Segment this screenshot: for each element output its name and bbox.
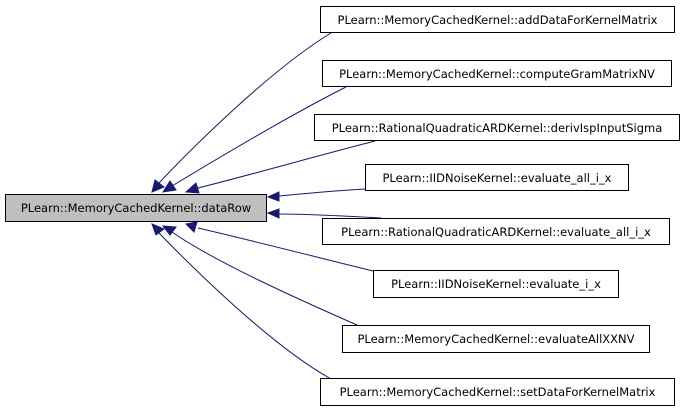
edge-rq-evaluate_all_i_x (278, 213, 382, 219)
edge-iid-evaluate_all_i_x-arrowhead (266, 191, 280, 202)
caller-node-label: PLearn::MemoryCachedKernel::addDataForKe… (337, 12, 658, 27)
root-node-dataRow[interactable]: PLearn::MemoryCachedKernel::dataRow (5, 194, 267, 222)
caller-node-derivIspInputSigma[interactable]: PLearn::RationalQuadraticARDKernel::deri… (314, 114, 680, 141)
root-node-label: PLearn::MemoryCachedKernel::dataRow (20, 201, 252, 215)
edge-computeGramMatrixNV-arrowhead (161, 180, 177, 193)
caller-node-label: PLearn::IIDNoiseKernel::evaluate_i_x (391, 277, 601, 291)
caller-node-computeGramMatrixNV[interactable]: PLearn::MemoryCachedKernel::computeGramM… (322, 60, 672, 87)
edge-evaluateAllXXNV (171, 231, 358, 326)
caller-node-label: PLearn::MemoryCachedKernel::setDataForKe… (339, 385, 656, 399)
edge-derivIspInputSigma-arrowhead (184, 182, 200, 194)
edge-iid-evaluate_all_i_x (278, 188, 366, 197)
edge-evaluateAllXXNV-arrowhead (161, 225, 177, 236)
caller-node-rq-evaluate_all_i_x[interactable]: PLearn::RationalQuadraticARDKernel::eval… (322, 218, 670, 245)
edge-evaluate_i_x-arrowhead (184, 221, 198, 233)
edge-evaluate_i_x (197, 227, 374, 272)
edge-rq-evaluate_all_i_x-arrowhead (266, 208, 280, 219)
edges (151, 32, 382, 380)
edge-setDataForKernelMatrix-arrowhead (151, 223, 165, 236)
edge-addDataForKernelMatrix (157, 32, 332, 185)
caller-node-label: PLearn::IIDNoiseKernel::evaluate_all_i_x (382, 170, 612, 185)
caller-node-label: PLearn::RationalQuadraticARDKernel::eval… (341, 224, 651, 239)
caller-node-label: PLearn::RationalQuadraticARDKernel::deri… (331, 120, 663, 135)
caller-node-label: PLearn::MemoryCachedKernel::computeGramM… (339, 66, 655, 81)
caller-node-addDataForKernelMatrix[interactable]: PLearn::MemoryCachedKernel::addDataForKe… (320, 6, 675, 33)
caller-node-label: PLearn::MemoryCachedKernel::evaluateAllX… (357, 332, 635, 346)
edge-computeGramMatrixNV (171, 86, 347, 187)
edge-derivIspInputSigma (197, 140, 376, 189)
caller-node-setDataForKernelMatrix[interactable]: PLearn::MemoryCachedKernel::setDataForKe… (320, 378, 675, 406)
caller-node-iid-evaluate_all_i_x[interactable]: PLearn::IIDNoiseKernel::evaluate_all_i_x (365, 164, 629, 191)
caller-node-evaluateAllXXNV[interactable]: PLearn::MemoryCachedKernel::evaluateAllX… (342, 325, 650, 353)
edge-setDataForKernelMatrix (157, 231, 332, 380)
edge-addDataForKernelMatrix-arrowhead (151, 179, 165, 193)
caller-node-evaluate_i_x[interactable]: PLearn::IIDNoiseKernel::evaluate_i_x (373, 270, 619, 298)
